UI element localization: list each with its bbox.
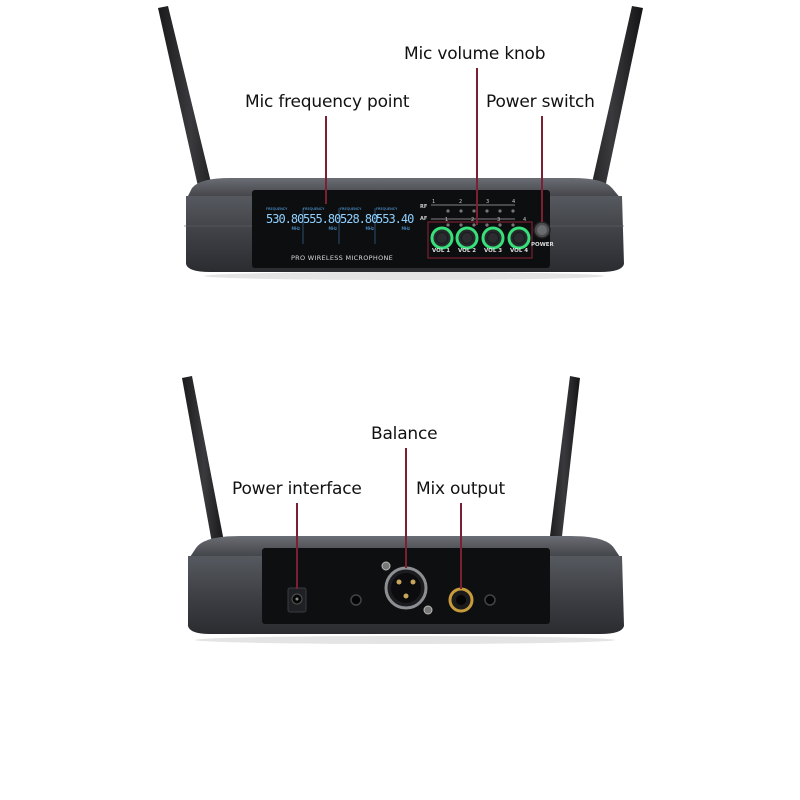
af-label: AF [420,216,428,222]
callout-balance: Balance [371,424,438,444]
vol-label-3: VOL 3 [484,248,503,254]
frequency-unit-2: MHz [328,226,337,231]
vol-knob-3[interactable] [481,226,505,250]
small-jack-left[interactable] [350,594,362,606]
small-jack-right[interactable] [484,594,496,606]
leader-balance [405,448,407,568]
callout-power-switch: Power switch [486,92,595,112]
xlr-balanced-output[interactable] [381,561,433,615]
frequency-readout-2: 555.80 [303,212,341,226]
rf-number-3: 3 [486,199,490,205]
vol-knob-1[interactable] [430,226,454,250]
lcd-display [302,208,376,244]
af-number-2: 2 [471,217,475,223]
af-number-1: 1 [445,217,449,223]
rf-label: RF [420,204,428,210]
frequency-unit-1: MHz [291,226,300,231]
lcd-channel-3: FREQUENCY 528.80 MHz [340,206,378,246]
vol-label-4: VOL 4 [510,248,529,254]
frequency-readout-4: 553.40 [376,212,414,226]
lcd-header-4: FREQUENCY [376,207,398,211]
mix-output-jack[interactable] [448,587,474,613]
lcd-channel-1: FREQUENCY 530.80 MHz [266,206,304,246]
lcd-channel-2: FREQUENCY 555.80 MHz [303,206,341,246]
af-number-3: 3 [497,217,501,223]
vol-label-1: VOL 1 [432,248,451,254]
dc-power-jack[interactable] [287,587,307,613]
rf-number-1: 1 [432,199,436,205]
power-label: POWER [531,242,554,248]
callout-mic-frequency-point: Mic frequency point [245,92,410,112]
callout-mic-volume-knob: Mic volume knob [404,44,546,64]
callout-power-interface: Power interface [232,479,362,499]
brand-text: PRO WIRELESS MICROPHONE [290,254,394,262]
rear-right-antenna [548,376,580,554]
frequency-readout-1: 530.80 [266,212,304,226]
frequency-unit-3: MHz [365,226,374,231]
vol-knob-2[interactable] [455,226,479,250]
rf-af-indicators [431,204,515,227]
callout-mix-output: Mix output [416,479,505,499]
front-black-panel [252,190,550,268]
af-number-4: 4 [523,217,527,223]
leader-mic-volume-knob [476,68,478,225]
leader-mic-frequency-point [325,116,327,204]
rf-number-4: 4 [512,199,516,205]
lcd-header-1: FREQUENCY [266,207,288,211]
lcd-header-3: FREQUENCY [340,207,362,211]
frequency-unit-4: MHz [401,226,410,231]
vol-label-2: VOL 2 [458,248,477,254]
lcd-header-2: FREQUENCY [303,207,325,211]
rf-number-2: 2 [459,199,463,205]
leader-power-interface [296,503,298,589]
volume-knobs [427,221,533,259]
lcd-channel-4: FREQUENCY 553.40 MHz [376,206,414,246]
rear-left-antenna [182,376,226,554]
leader-power-switch [541,116,543,222]
leader-mix-output [460,503,462,589]
power-button[interactable] [533,221,551,239]
frequency-readout-3: 528.80 [340,212,378,226]
vol-knob-4[interactable] [507,226,531,250]
